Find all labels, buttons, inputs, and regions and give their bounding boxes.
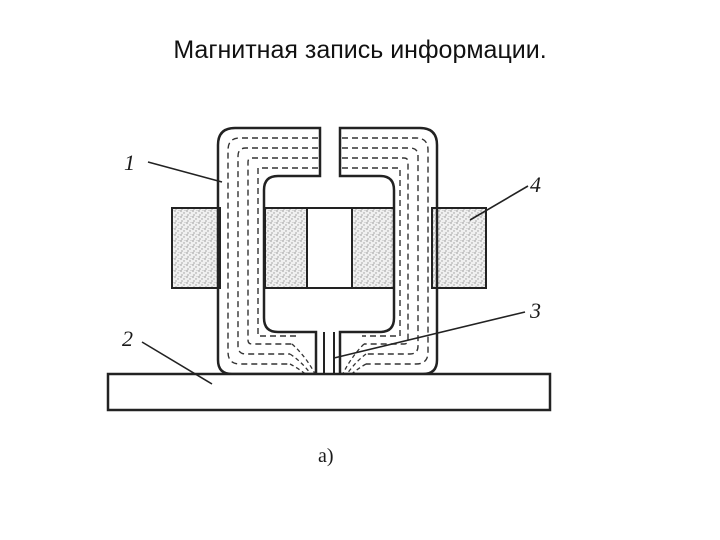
leader-line-1 bbox=[147, 161, 223, 183]
core-outer-outline-right bbox=[338, 126, 439, 376]
coil-left bbox=[171, 207, 221, 289]
core-outer-outline bbox=[216, 126, 322, 376]
leader-line-3 bbox=[333, 311, 526, 359]
coil-right bbox=[431, 207, 487, 289]
label-coil: 4 bbox=[530, 172, 541, 197]
flux-lines-right bbox=[342, 137, 429, 365]
flux-lines-left bbox=[227, 137, 318, 365]
leader-lines bbox=[141, 161, 529, 385]
label-gap: 3 bbox=[529, 298, 541, 323]
coil-inner-left bbox=[264, 207, 308, 289]
label-tape: 2 bbox=[122, 326, 133, 351]
coil-inner-right bbox=[351, 207, 395, 289]
magnetic-tape bbox=[106, 372, 552, 412]
coil-winding bbox=[171, 207, 487, 289]
slide-title: Магнитная запись информации. bbox=[173, 36, 547, 64]
leader-line-4 bbox=[469, 185, 529, 221]
leader-line-2 bbox=[141, 341, 213, 385]
figure-caption: а) bbox=[318, 445, 334, 467]
label-core: 1 bbox=[124, 150, 135, 175]
coil-center bbox=[306, 207, 353, 289]
